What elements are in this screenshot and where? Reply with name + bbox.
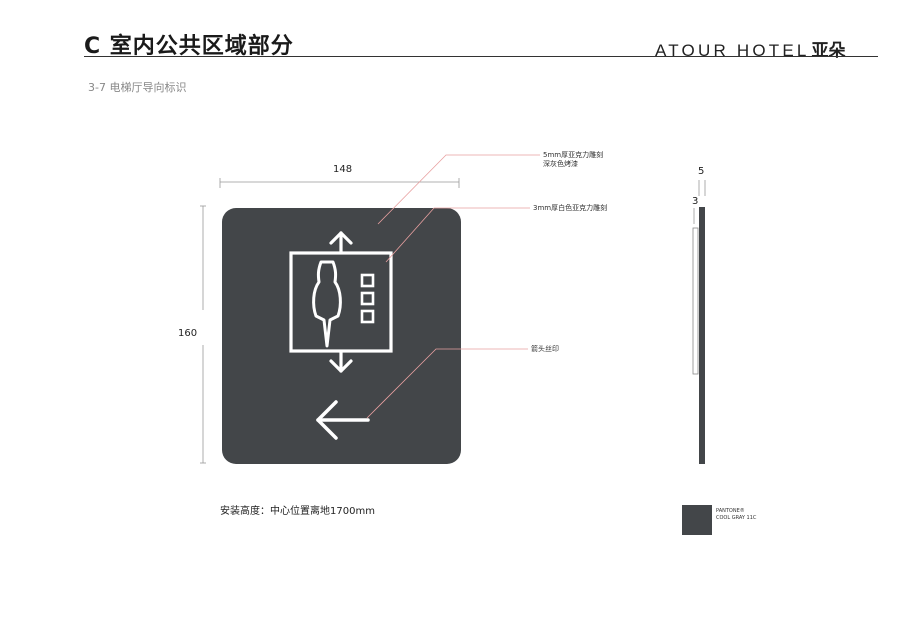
down-arrow-icon bbox=[329, 350, 353, 373]
width-dimension-line bbox=[219, 178, 460, 188]
callout-arrow-print: 箭头丝印 bbox=[531, 345, 559, 354]
height-dimension-line bbox=[200, 205, 206, 464]
brand-name-cn: 亚朵 bbox=[811, 41, 846, 60]
left-arrow-icon bbox=[316, 400, 370, 440]
install-height-note: 安装高度：中心位置离地1700mm bbox=[220, 506, 375, 517]
color-swatch bbox=[682, 505, 712, 535]
swatch-code: COOL GRAY 11C bbox=[716, 515, 757, 521]
callout-acrylic-5mm: 5mm厚亚克力雕刻 深灰色烤漆 bbox=[543, 151, 603, 169]
page-title: C 室内公共区域部分 bbox=[84, 34, 294, 59]
thickness-outer-label: 5 bbox=[698, 166, 705, 177]
up-arrow-icon bbox=[329, 231, 353, 254]
side-view-panel bbox=[699, 207, 705, 464]
swatch-brand: PANTONE® bbox=[716, 508, 745, 514]
callout-line: 5mm厚亚克力雕刻 bbox=[543, 151, 604, 159]
elevator-person-icon bbox=[312, 260, 342, 348]
side-view-dimension-ticks bbox=[693, 180, 706, 224]
brand-name: ATOUR HOTEL bbox=[655, 41, 810, 60]
height-dimension-label: 160 bbox=[178, 328, 198, 339]
width-dimension-label: 148 bbox=[333, 164, 353, 175]
callout-acrylic-3mm: 3mm厚白色亚克力雕刻 bbox=[533, 204, 607, 213]
callout-leader-lines bbox=[366, 154, 540, 419]
elevator-buttons-icon bbox=[360, 273, 375, 324]
header-divider bbox=[84, 56, 878, 57]
section-subtitle: 3-7 电梯厅导向标识 bbox=[88, 81, 187, 94]
callout-line: 3mm厚白色亚克力雕刻 bbox=[533, 204, 608, 212]
sign-panel bbox=[222, 208, 461, 464]
callout-line: 箭头丝印 bbox=[531, 345, 559, 353]
side-view-acrylic-layer bbox=[692, 227, 699, 375]
color-swatch-label: PANTONE® COOL GRAY 11C bbox=[716, 508, 756, 522]
callout-line: 深灰色烤漆 bbox=[543, 160, 578, 168]
thickness-inner-label: 3 bbox=[692, 196, 699, 207]
